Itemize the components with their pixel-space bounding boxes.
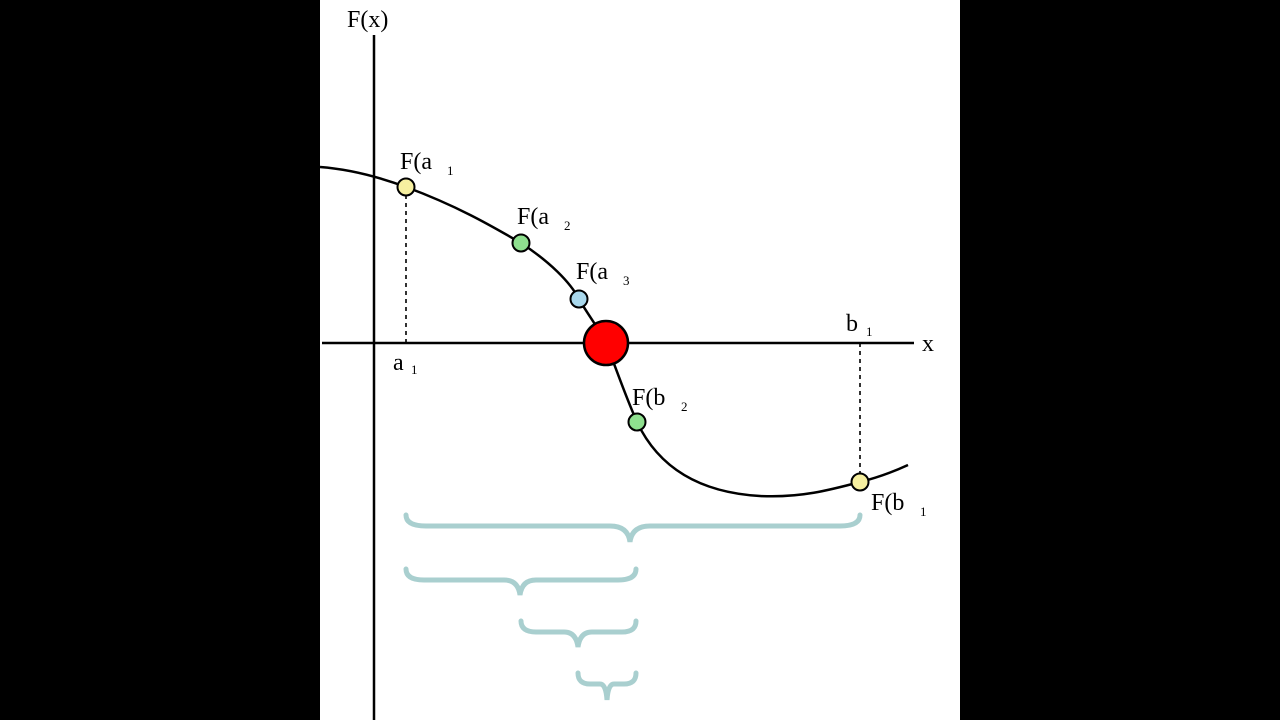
label-a1-main: a	[393, 350, 404, 376]
label-Fa1-main: F(a	[400, 149, 432, 175]
point-Fa2	[511, 233, 531, 253]
label-Fa1: F(a 1	[400, 149, 454, 178]
label-Fa2-sub: 2	[564, 218, 571, 233]
label-Fb2: F(b 2	[632, 385, 688, 414]
label-Fa2: F(a 2	[517, 204, 571, 233]
label-Fb1: F(b 1	[871, 490, 927, 519]
diagram-canvas: F(x) x a 1	[320, 0, 960, 720]
label-a1: a 1	[393, 350, 418, 377]
point-Fa1	[396, 177, 416, 197]
root-marker	[582, 319, 630, 367]
label-Fb1-main: F(b	[871, 490, 904, 516]
point-Fb1	[850, 472, 870, 492]
interval-1-brace	[403, 512, 863, 543]
label-b1: b 1	[846, 311, 873, 339]
label-Fa1-sub: 1	[447, 163, 454, 178]
label-b1-main: b	[846, 311, 858, 337]
label-Fb1-sub: 1	[920, 504, 927, 519]
interval-3-brace	[518, 618, 639, 648]
label-b1-sub: 1	[866, 324, 873, 339]
x-axis-label: x	[922, 331, 934, 357]
label-Fa3-main: F(a	[576, 259, 608, 285]
label-Fa3-sub: 3	[623, 273, 630, 288]
interval-2-brace	[403, 566, 639, 596]
label-Fb2-main: F(b	[632, 385, 665, 411]
point-Fb2	[627, 412, 647, 432]
label-Fa2-main: F(a	[517, 204, 549, 230]
point-Fa3	[569, 289, 589, 309]
label-Fa3: F(a 3	[576, 259, 630, 288]
label-Fb2-sub: 2	[681, 399, 688, 414]
interval-4-brace	[575, 670, 639, 701]
label-a1-sub: 1	[411, 362, 418, 377]
y-axis-label: F(x)	[347, 7, 388, 33]
bisection-diagram: F(x) x a 1	[320, 7, 934, 720]
